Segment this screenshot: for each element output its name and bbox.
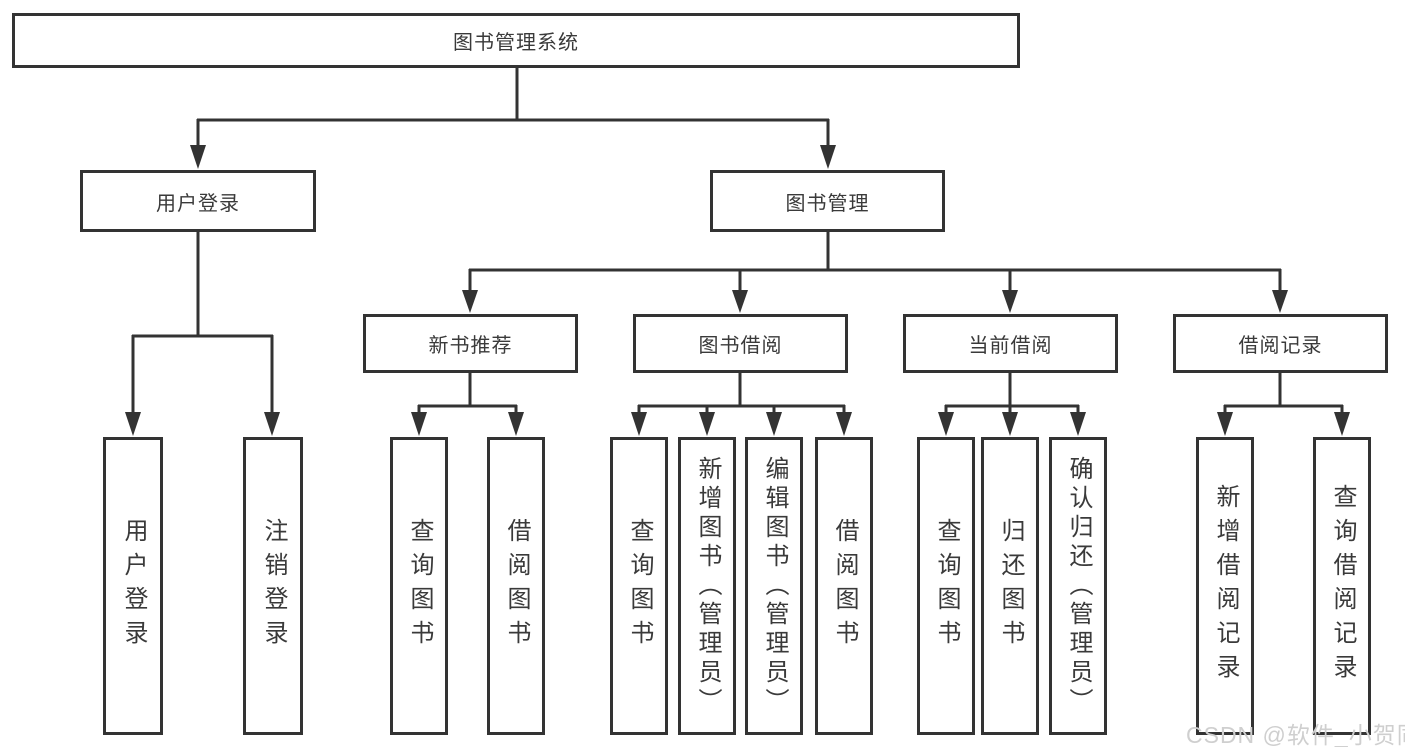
- leaf-label: 借阅图书: [831, 518, 858, 654]
- watermark-text: CSDN @软件_小贺同学: [1186, 722, 1405, 747]
- leaf-query-books-current: 查询图书: [917, 437, 975, 735]
- node-library-management-system: 图书管理系统: [12, 13, 1020, 68]
- leaf-query-borrow-record: 查询借阅记录: [1313, 437, 1371, 735]
- leaf-logout: 注销登录: [243, 437, 303, 735]
- leaf-add-borrow-record: 新增借阅记录: [1196, 437, 1254, 735]
- leaf-borrow-books: 借阅图书: [815, 437, 873, 735]
- leaf-query-books-borrow: 查询图书: [610, 437, 668, 735]
- leaf-label: 查询图书: [626, 518, 653, 654]
- node-label: 图书管理系统: [453, 32, 579, 54]
- leaf-label: 归还图书: [997, 518, 1024, 654]
- leaf-add-book-admin: 新增图书（管理员）: [678, 437, 736, 735]
- leaf-label: 查询图书: [933, 518, 960, 654]
- node-borrow-records: 借阅记录: [1173, 314, 1388, 373]
- leaf-label: 查询借阅记录: [1329, 484, 1356, 688]
- node-label: 当前借阅: [968, 335, 1053, 357]
- leaf-edit-book-admin: 编辑图书（管理员）: [745, 437, 803, 735]
- leaf-label: 用户登录: [120, 518, 147, 654]
- node-label: 图书借阅: [698, 335, 783, 357]
- leaf-label: 借阅图书: [503, 518, 530, 654]
- leaf-label: 注销登录: [260, 518, 287, 654]
- node-label: 用户登录: [156, 192, 240, 215]
- leaf-label: 新增借阅记录: [1212, 484, 1239, 688]
- leaf-label: 查询图书: [406, 518, 433, 654]
- node-book-management: 图书管理: [710, 170, 945, 232]
- leaf-label: 确认归还（管理员）: [1065, 455, 1092, 717]
- leaf-return-book: 归还图书: [981, 437, 1039, 735]
- leaf-confirm-return-admin: 确认归还（管理员）: [1049, 437, 1107, 735]
- node-label: 图书管理: [785, 192, 870, 215]
- leaf-user-login: 用户登录: [103, 437, 163, 735]
- node-label: 借阅记录: [1238, 335, 1323, 357]
- leaf-label: 新增图书（管理员）: [694, 455, 721, 717]
- node-new-book-recommend: 新书推荐: [363, 314, 578, 373]
- node-user-login: 用户登录: [80, 170, 316, 232]
- leaf-query-books-recommend: 查询图书: [390, 437, 448, 735]
- node-book-borrow: 图书借阅: [633, 314, 848, 373]
- leaf-borrow-books-recommend: 借阅图书: [487, 437, 545, 735]
- node-current-borrow: 当前借阅: [903, 314, 1118, 373]
- node-label: 新书推荐: [428, 335, 513, 357]
- leaf-label: 编辑图书（管理员）: [761, 455, 788, 717]
